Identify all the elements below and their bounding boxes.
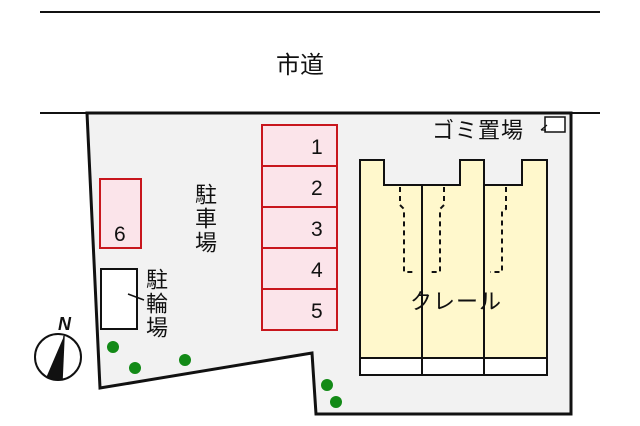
parking-slot-number: 5 [311,300,323,323]
road-label: 市道 [276,51,324,79]
building-outline [359,159,548,376]
parking-slot-2[interactable] [261,165,338,208]
parking-slot-3[interactable] [261,206,338,249]
parking-slot-number: 1 [311,136,323,159]
parking-slots [99,124,338,331]
tree-icon [107,341,119,353]
bicycle-parking-area [100,268,138,330]
parking-slot-1[interactable] [261,124,338,167]
parking-slot-number: 2 [311,177,323,200]
parking-slot-6[interactable] [99,178,142,249]
parking-slot-number: 6 [114,223,126,246]
parking-slot-number: 4 [311,259,323,282]
compass-north-label: N [58,314,71,334]
bicycle-leader-line [127,293,145,301]
parking-slot-number: 3 [311,218,323,241]
garbage-label: ゴミ置場 [432,119,525,144]
parking-label: 駐車場 [191,183,216,255]
parking-slot-5[interactable] [261,288,338,331]
trees [107,341,342,408]
tree-icon [179,354,191,366]
bicycle-parking-label: 駐輪場 [142,268,167,340]
garbage-leader-line [540,124,548,131]
tree-icon [330,396,342,408]
garbage-area [544,116,566,133]
tree-icon [129,362,141,374]
tree-icon [321,379,333,391]
building-label: クレール [410,290,503,315]
compass-icon [34,333,82,381]
parking-slot-4[interactable] [261,247,338,290]
